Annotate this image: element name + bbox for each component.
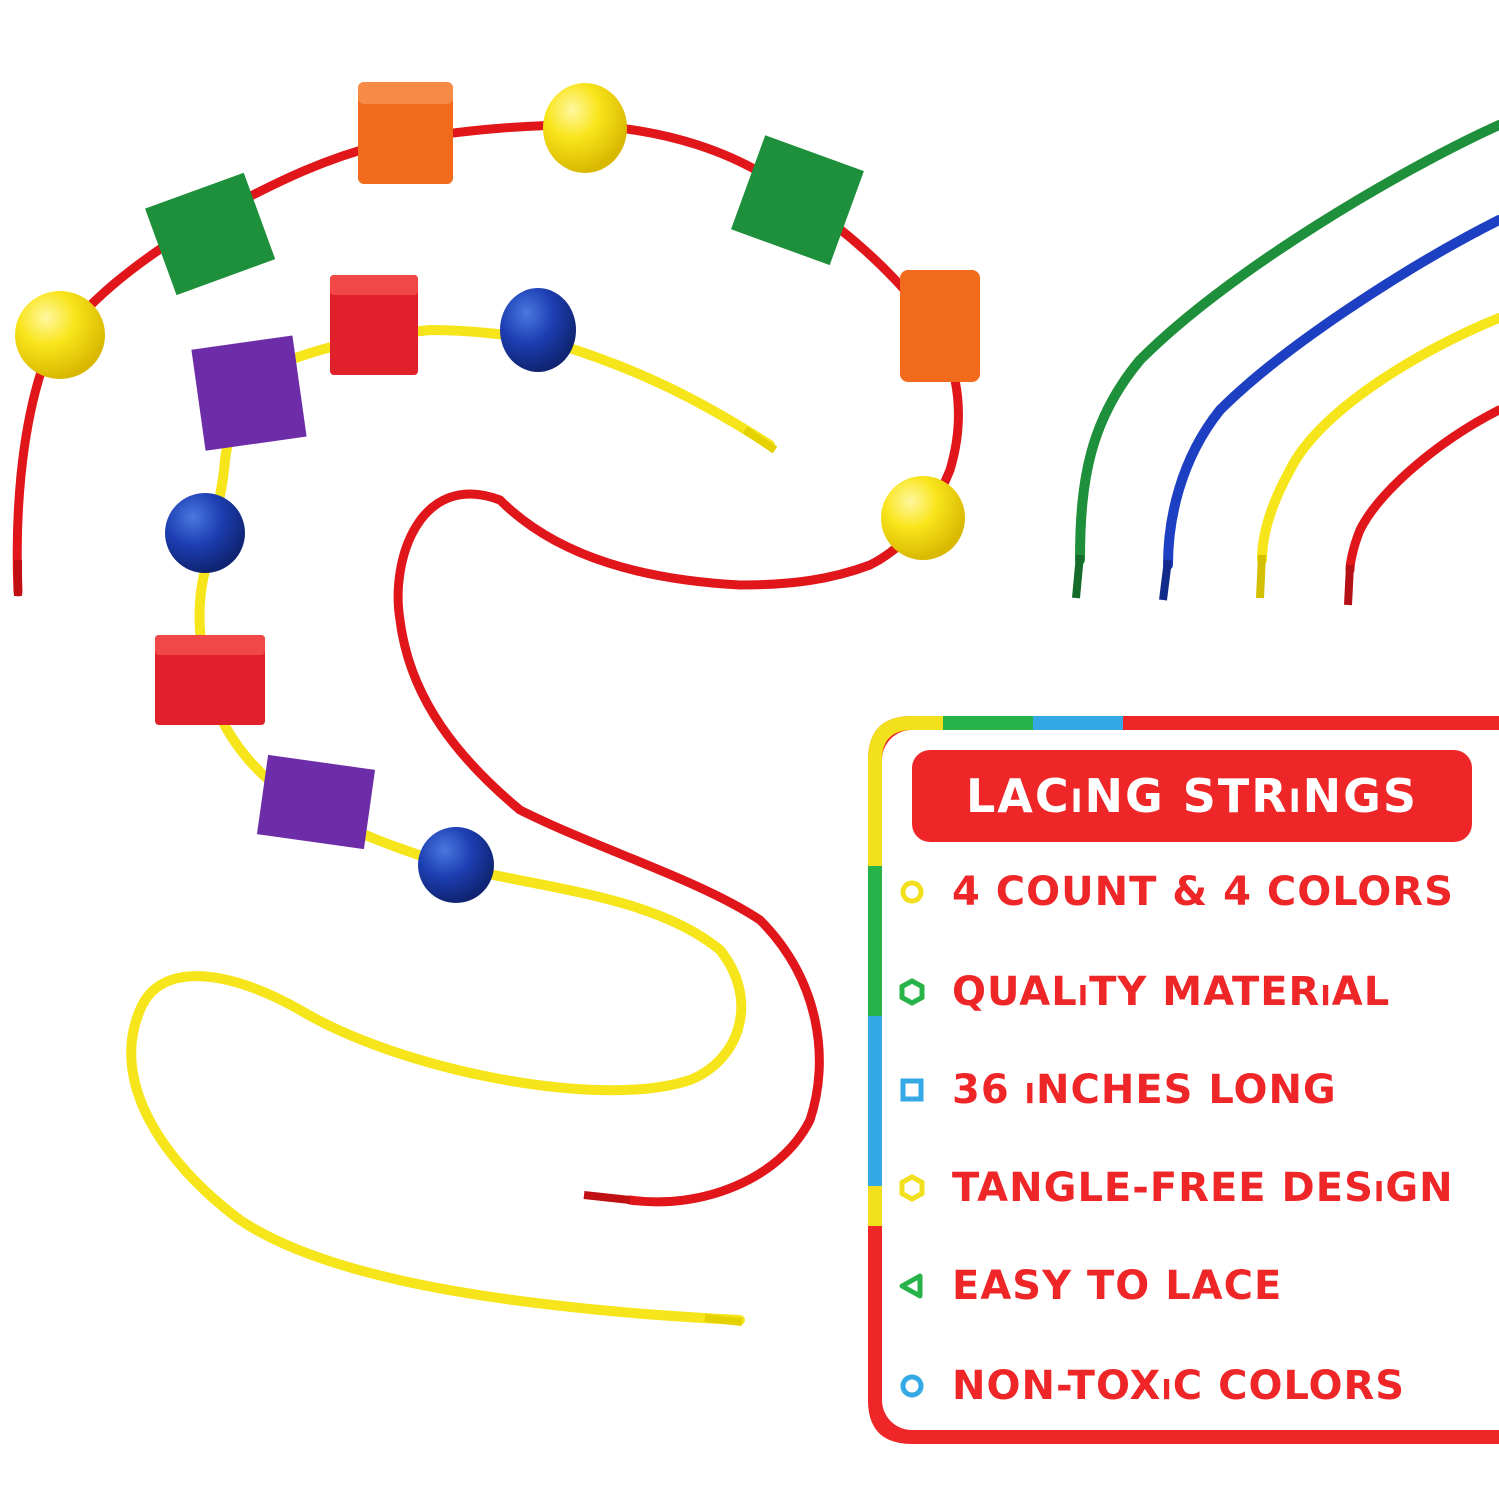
feature-label: EASY TO LACE — [952, 1263, 1283, 1309]
red-lace-tip-bottom — [583, 1191, 631, 1204]
red-lace-loose — [1345, 405, 1499, 575]
feature-item: TANGLE-FREE DESiGN — [894, 1158, 1454, 1218]
red-lace-tip — [1344, 564, 1354, 606]
panel-body — [882, 730, 1499, 1430]
blue-lace — [1163, 215, 1499, 570]
hexagon-icon — [894, 974, 930, 1010]
feature-item: NON-TOXiC COLORS — [894, 1356, 1405, 1416]
blue-bead — [165, 493, 245, 573]
yellow-bead — [543, 83, 627, 173]
circle-icon — [894, 1368, 930, 1404]
yellow-lace-tip — [1256, 554, 1266, 599]
green-lace — [1075, 120, 1499, 565]
circle-icon — [894, 874, 930, 910]
blue-lace-tip — [1159, 559, 1172, 601]
feature-label: 36 iNCHES LONG — [952, 1067, 1337, 1113]
yellow-bead — [881, 476, 965, 560]
yellow-lace-tip-top — [742, 426, 778, 454]
feature-item: QUALiTY MATERiAL — [894, 962, 1390, 1022]
title-banner: LACiNG STRiNGS — [912, 750, 1472, 842]
red-hex-bead — [330, 275, 418, 375]
red-hex-bead — [155, 635, 265, 725]
panel-title: LACiNG STRiNGS — [965, 769, 1419, 823]
red-hex-bead-top — [155, 635, 265, 655]
blue-bead — [500, 288, 576, 372]
orange-cylinder-bead — [358, 82, 453, 184]
yellow-lace-loose — [1257, 313, 1499, 565]
feature-item: EASY TO LACE — [894, 1256, 1282, 1316]
yellow-lace-tip-bottom — [704, 1314, 743, 1326]
feature-item: 36 iNCHES LONG — [894, 1060, 1337, 1120]
red-hex-bead-top — [330, 275, 418, 295]
feature-label: NON-TOXiC COLORS — [952, 1363, 1406, 1409]
yellow-lace — [126, 324, 775, 1325]
feature-label: QUALiTY MATERiAL — [952, 969, 1391, 1015]
feature-label: 4 COUNT & 4 COLORS — [952, 869, 1454, 915]
orange-cylinder-top — [358, 82, 453, 104]
triangle-icon — [894, 1268, 930, 1304]
green-lace-tip — [1072, 554, 1084, 599]
blue-bead — [418, 827, 494, 903]
feature-panel: LACiNG STRiNGS 4 COUNT & 4 COLORS QUALiT… — [868, 716, 1499, 1444]
square-icon — [894, 1072, 930, 1108]
yellow-bead — [15, 291, 105, 379]
red-lace-top — [12, 120, 963, 1207]
hexagon-icon — [894, 1170, 930, 1206]
green-cube-bead — [731, 135, 864, 266]
purple-cube-bead — [191, 335, 307, 451]
feature-label: TANGLE-FREE DESiGN — [952, 1165, 1454, 1211]
purple-cube-bead — [256, 754, 376, 850]
orange-cylinder-bead — [900, 270, 980, 382]
feature-item: 4 COUNT & 4 COLORS — [894, 862, 1454, 922]
green-cube-bead — [145, 172, 276, 296]
